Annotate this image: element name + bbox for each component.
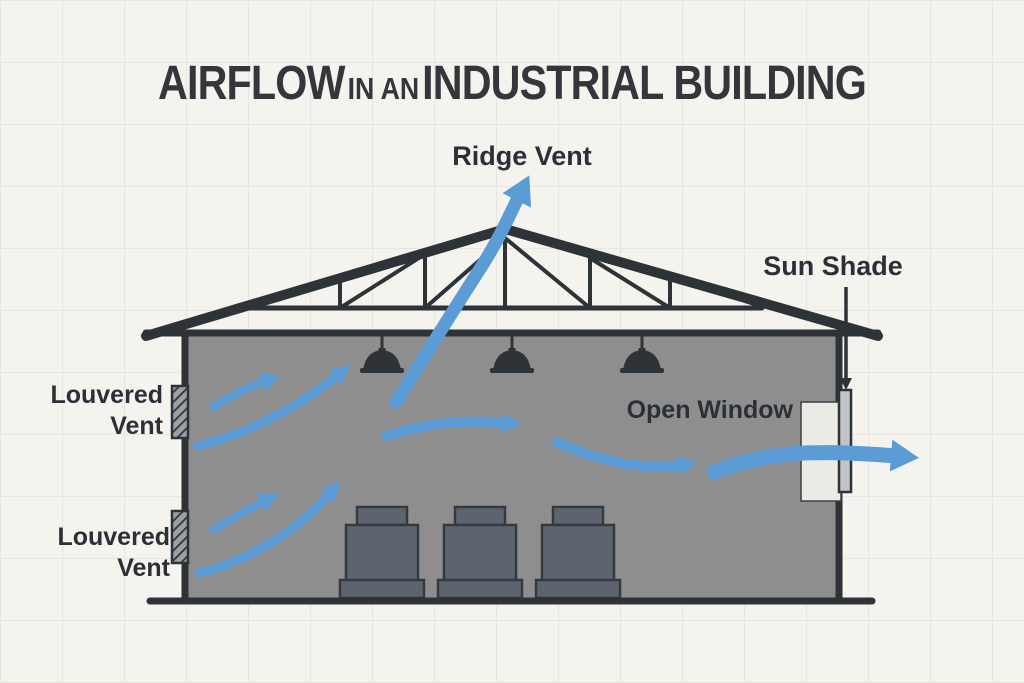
airflow-arrow-lower-vent-long xyxy=(194,480,341,578)
louvered-vent-upper-label-line1: Louvered xyxy=(50,381,163,409)
page-title: AIRFLOW IN AN INDUSTRIAL BUILDING xyxy=(72,56,953,111)
airflow-arrow-upper-vent-short xyxy=(209,372,281,411)
machine xyxy=(338,505,426,600)
title-word-in-an: IN AN xyxy=(347,71,420,106)
airflow-arrow-lower-vent-short xyxy=(209,493,280,534)
airflow-arrow-ridge-exit xyxy=(389,175,532,409)
pendant-light xyxy=(620,334,664,373)
airflow-arrow-mid-right xyxy=(552,437,698,476)
louvered-vent-lower-label: Louvered Vent xyxy=(57,523,170,582)
pendant-lights xyxy=(360,334,664,373)
louvered-vent-upper-label: Louvered Vent xyxy=(50,381,163,440)
sun-shade-label: Sun Shade xyxy=(763,251,903,281)
roof-right-slope xyxy=(500,224,883,341)
machines xyxy=(338,505,622,600)
airflow-arrow-middle xyxy=(381,412,522,441)
louvered-vent-lower xyxy=(170,509,190,565)
airflow-arrows xyxy=(192,175,919,578)
louvered-vent-lower-label-line1: Louvered xyxy=(57,523,170,551)
sun-shade-panel xyxy=(837,388,853,494)
airflow-arrow-window-exit xyxy=(706,439,919,480)
airflow-arrow-upper-vent-long xyxy=(192,364,351,451)
pendant-light xyxy=(360,334,404,373)
louvered-vent-upper-label-line2: Vent xyxy=(110,412,163,440)
ridge-vent-label: Ridge Vent xyxy=(452,141,592,171)
title-word-industrial-building: INDUSTRIAL BUILDING xyxy=(422,57,867,110)
roof-truss xyxy=(245,236,765,311)
title-word-airflow: AIRFLOW xyxy=(158,57,345,110)
open-window-label: Open Window xyxy=(627,396,794,424)
louvered-vent-upper xyxy=(170,384,190,440)
machine xyxy=(436,505,524,600)
building-outline xyxy=(141,224,883,605)
louvered-vent-lower-label-line2: Vent xyxy=(117,554,170,582)
roof-left-slope xyxy=(141,224,510,341)
machine xyxy=(534,505,622,600)
pendant-light xyxy=(490,334,534,373)
